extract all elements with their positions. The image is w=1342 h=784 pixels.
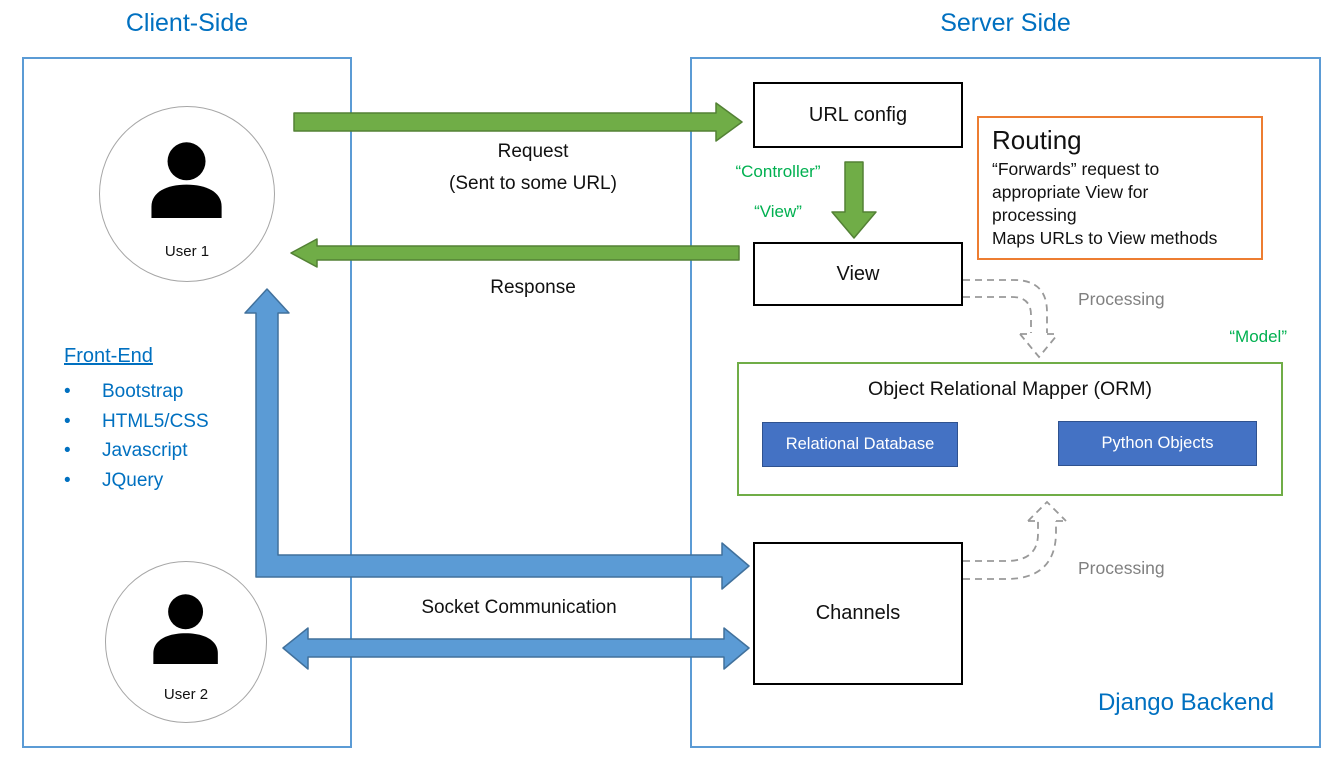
routing-line: processing [992,205,1077,225]
frontend-item: HTML5/CSS [64,407,284,437]
user-label: User 2 [163,685,209,703]
user-2-avatar: User 2 [105,561,267,723]
routing-line: appropriate View for [992,182,1149,202]
frontend-item-label: Bootstrap [102,381,184,402]
person-icon [153,594,219,665]
routing-line: “Forwards” request to [992,159,1160,179]
processing-label-top: Processing [1078,289,1165,309]
django-backend-title: Django Backend [1097,689,1275,716]
frontend-item: Bootstrap [64,377,284,407]
channels-node: Channels [753,542,963,685]
routing-title: Routing [992,125,1082,155]
controller-quote-label: “Controller” [735,162,821,181]
channels-label: Channels [815,602,901,624]
frontend-item: JQuery [64,466,284,496]
request-label-line1: Request [497,141,569,162]
request-arrow-label: Request (Sent to some URL) [383,136,683,200]
routing-note-box: Routing “Forwards” request to appropriat… [977,116,1263,260]
socket-double-arrow [282,627,750,670]
relational-database-label: Relational Database [785,435,935,453]
relational-database-node: Relational Database [762,422,958,467]
frontend-item: Javascript [64,436,284,466]
client-side-title: Client-Side [125,9,249,37]
frontend-item-label: Javascript [102,440,188,461]
view-node-label: View [836,262,880,285]
frontend-item-label: JQuery [102,469,164,491]
url-config-node: URL config [753,82,963,148]
frontend-heading: Front-End [64,345,153,367]
view-quote-label: “View” [754,202,802,221]
frontend-stack-list: Front-End Bootstrap HTML5/CSS Javascript… [64,345,284,495]
url-config-label: URL config [808,103,908,126]
response-arrow [290,238,740,268]
frontend-item-label: HTML5/CSS [102,410,209,432]
person-icon [151,142,223,219]
processing-label-bottom: Processing [1078,558,1165,578]
view-node: View [753,242,963,306]
request-label-line2: (Sent to some URL) [449,173,617,194]
python-objects-node: Python Objects [1058,421,1257,466]
python-objects-label: Python Objects [1101,434,1214,452]
user-1-avatar: User 1 [99,106,275,282]
socket-communication-label: Socket Communication [421,597,617,618]
server-side-title: Server Side [940,9,1071,37]
model-quote-label: “Model” [1229,327,1287,346]
response-arrow-label: Response [490,277,576,298]
user-label: User 1 [164,243,210,261]
orm-title: Object Relational Mapper (ORM) [868,378,1152,400]
routing-line: Maps URLs to View methods [992,228,1218,248]
